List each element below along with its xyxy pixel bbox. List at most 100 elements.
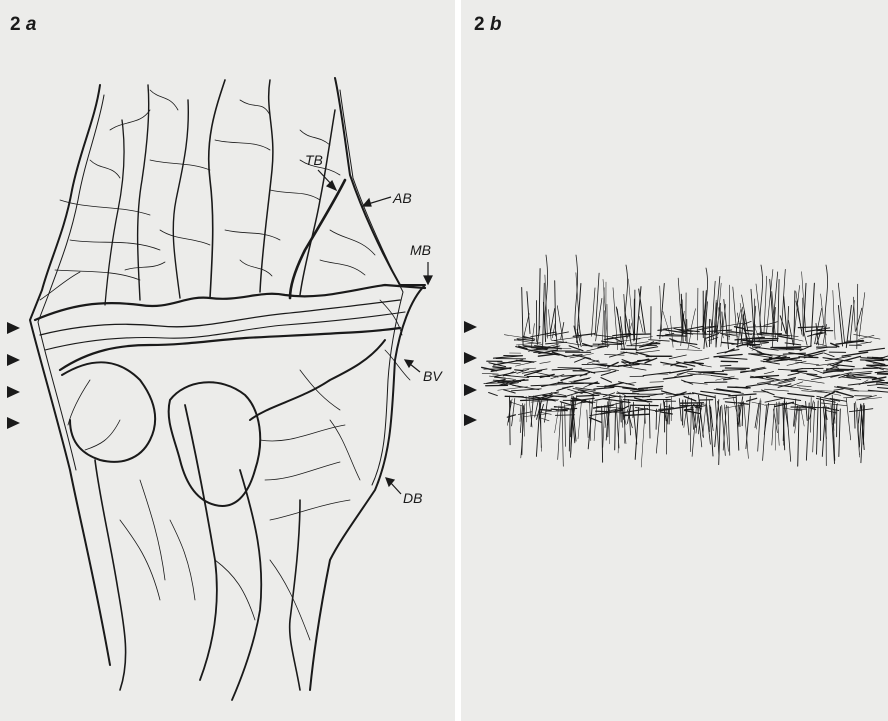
capillary-segment (586, 358, 600, 362)
panel-2b: 2 b (461, 0, 888, 721)
capillary-segment (859, 404, 861, 423)
capillary-segment (787, 361, 806, 365)
left-outer-contour (30, 85, 110, 665)
capillary-segment (639, 289, 645, 333)
loop-center (169, 382, 261, 506)
capillary-segment (582, 346, 607, 347)
capillary-segment (846, 398, 850, 440)
capillary-segment (595, 273, 599, 333)
capillary-segment (690, 309, 695, 333)
capillary-segment (813, 370, 824, 374)
capillary-segment (587, 346, 608, 351)
capillary-segment (569, 378, 591, 382)
panel-2a: 2 a TB AB MB BV DB (0, 0, 455, 721)
loop-right (250, 340, 385, 420)
capillary-segment (733, 287, 738, 348)
capillary-segment (798, 379, 824, 383)
capillary-segment (679, 399, 681, 422)
capillary-segment (877, 374, 888, 375)
capillary-segment (700, 365, 712, 367)
capillary-segment (482, 373, 498, 374)
left-outer-contour-inner (38, 95, 104, 470)
capillary-segment (798, 327, 823, 328)
capillary-segment (775, 408, 776, 450)
capillary-segment (684, 397, 696, 401)
capillary-segment (641, 408, 645, 467)
capillary-segment (756, 376, 779, 377)
capillary-segment (684, 382, 707, 384)
capillary-segment (860, 360, 883, 361)
capillary-segment (557, 387, 571, 391)
capillary-segment (677, 372, 688, 375)
capillary-segment (799, 388, 808, 389)
capillary-segment (747, 398, 757, 401)
label-db: DB (403, 490, 422, 506)
capillary-segment (634, 299, 635, 341)
capillary-segment (836, 392, 853, 397)
capillary-segment (797, 386, 811, 387)
capillary-segment (728, 387, 750, 388)
capillary-segment (762, 390, 775, 395)
capillary-segment (591, 288, 595, 336)
capillary-segment (670, 316, 673, 347)
label-ab: AB (393, 190, 412, 206)
capillary-segment (875, 370, 888, 373)
capillary-segment (742, 403, 743, 426)
capillary-segment (521, 400, 549, 401)
cross-band-inner (40, 300, 400, 335)
capillary-segment (854, 334, 880, 339)
arrowhead-marker (464, 352, 477, 364)
arrowhead-marker (7, 322, 20, 334)
capillary-segment (523, 368, 536, 369)
loop-left (62, 362, 155, 462)
arrowhead-marker (464, 414, 477, 426)
capillary-segment (639, 316, 643, 332)
capillary-segment (724, 299, 729, 348)
capillary-segment (512, 389, 542, 391)
capillary-segment (650, 382, 664, 383)
capillary-segment (600, 365, 618, 367)
capillary-segment (722, 369, 745, 370)
capillary-segment (540, 362, 551, 364)
capillary-segment (531, 385, 557, 386)
cross-band-inner-2 (45, 312, 405, 350)
capillary-segment (489, 393, 498, 396)
capillary-segment (622, 409, 648, 413)
capillary-segment (616, 403, 619, 448)
capillary-segment (601, 378, 612, 383)
capillary-segment (539, 269, 540, 334)
capillary-segment (876, 384, 888, 386)
label-bv: BV (423, 368, 442, 384)
capillary-segment (676, 349, 702, 350)
capillary-segment (617, 393, 639, 394)
capillary-segment (536, 403, 540, 457)
capillary-segment (801, 408, 805, 426)
capillary-segment (824, 353, 834, 357)
capillary-segment (760, 265, 763, 335)
arrowhead-marker (7, 386, 20, 398)
capillary-segment (778, 279, 780, 341)
capillary-segment (587, 410, 588, 438)
vessel-drawing-2b (461, 0, 888, 721)
capillary-segment (792, 403, 802, 406)
capillary-segment (551, 393, 566, 396)
capillary-segment (791, 338, 803, 341)
label-tb: TB (305, 152, 323, 168)
capillary-segment (719, 357, 747, 359)
capillary-segment (859, 348, 885, 351)
capillary-segment (669, 355, 686, 359)
capillary-segment (590, 413, 608, 416)
capillary-segment (765, 398, 784, 402)
capillary-segment (693, 393, 716, 398)
trunk-3 (95, 460, 126, 690)
capillary-segment (763, 406, 767, 461)
capillary-segment (817, 401, 819, 454)
capillary-segment (764, 389, 788, 391)
capillary-segment (642, 393, 667, 398)
capillary-segment (811, 283, 815, 346)
capillary-segment (697, 288, 698, 340)
capillary-segment (720, 365, 731, 366)
capillary-segment (581, 368, 600, 370)
upper-vessel-6 (105, 120, 124, 305)
capillary-segment (773, 409, 777, 433)
